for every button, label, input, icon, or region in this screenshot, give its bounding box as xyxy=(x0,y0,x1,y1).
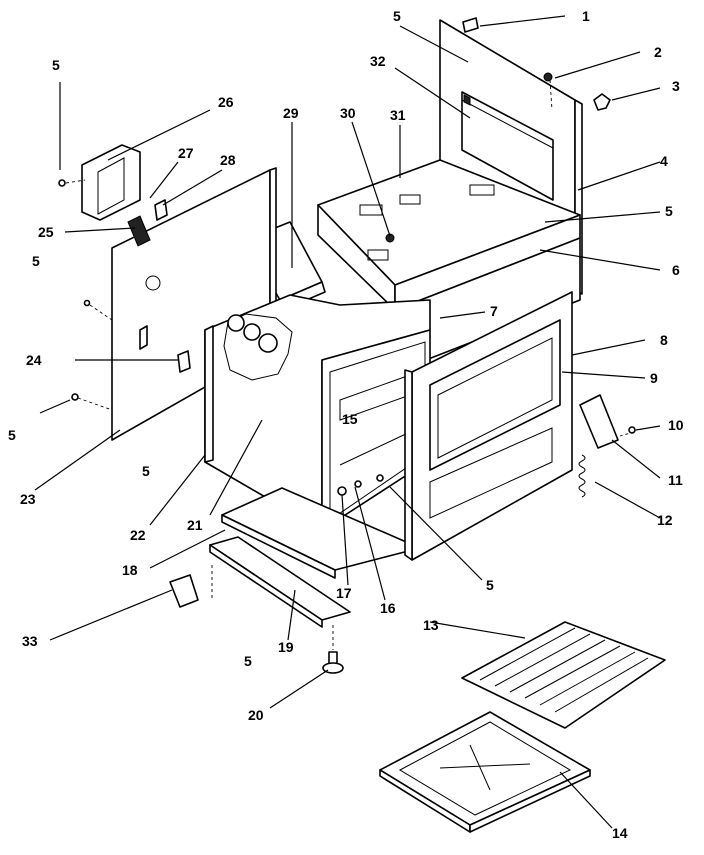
callout-8: 8 xyxy=(660,332,668,348)
callout-12: 12 xyxy=(657,512,673,528)
callout-10: 10 xyxy=(668,417,684,433)
oven-bottom xyxy=(221,487,421,579)
oven-rack xyxy=(461,621,666,729)
door-hinge xyxy=(578,394,636,498)
callout-30: 30 xyxy=(340,105,356,121)
callout-5-panel: 5 xyxy=(142,463,150,479)
small-parts xyxy=(58,17,611,496)
callout-9: 9 xyxy=(650,370,658,386)
callout-25: 25 xyxy=(38,224,54,240)
callout-1: 1 xyxy=(582,8,590,24)
broiler-pan xyxy=(379,711,591,833)
callout-4: 4 xyxy=(660,153,668,169)
callout-13: 13 xyxy=(423,617,439,633)
kick-panel xyxy=(209,536,351,628)
anti-tip-bracket xyxy=(169,574,199,608)
callout-22: 22 xyxy=(130,527,146,543)
callout-2: 2 xyxy=(654,44,662,60)
top-panel xyxy=(317,159,581,311)
callout-labels: 1 2 3 4 5 5 6 7 8 9 10 11 12 13 14 15 16… xyxy=(8,8,684,841)
callout-5-right: 5 xyxy=(665,203,673,219)
callout-11: 11 xyxy=(668,472,683,488)
callout-29: 29 xyxy=(283,105,299,121)
callout-3: 3 xyxy=(672,78,680,94)
callout-33: 33 xyxy=(22,633,38,649)
callout-5-left-bottom: 5 xyxy=(8,427,16,443)
callout-18: 18 xyxy=(122,562,138,578)
callout-26: 26 xyxy=(218,94,234,110)
oven-liner xyxy=(204,294,431,531)
assembly-lines xyxy=(65,79,635,650)
leveling-leg xyxy=(322,651,344,674)
callout-21: 21 xyxy=(187,517,203,533)
callout-31: 31 xyxy=(390,107,406,123)
callout-15: 15 xyxy=(342,411,358,427)
callout-24: 24 xyxy=(26,352,42,368)
callout-17: 17 xyxy=(336,585,352,601)
callout-32: 32 xyxy=(370,53,386,69)
callout-23: 23 xyxy=(20,491,36,507)
callout-7: 7 xyxy=(490,303,498,319)
callout-19: 19 xyxy=(278,639,294,655)
oven-door xyxy=(404,291,573,561)
callout-5-left-mid: 5 xyxy=(32,253,40,269)
callout-16: 16 xyxy=(380,600,396,616)
callout-6: 6 xyxy=(672,262,680,278)
callout-20: 20 xyxy=(248,707,264,723)
leader-lines xyxy=(34,15,661,829)
callout-5-bottom: 5 xyxy=(244,653,252,669)
callout-5-top: 5 xyxy=(393,8,401,24)
callout-14: 14 xyxy=(612,825,628,841)
callout-5-bottom-right: 5 xyxy=(486,577,494,593)
junction-box xyxy=(81,144,168,247)
callout-28: 28 xyxy=(220,152,236,168)
callout-27: 27 xyxy=(178,145,194,161)
callout-5-left-top: 5 xyxy=(52,57,60,73)
